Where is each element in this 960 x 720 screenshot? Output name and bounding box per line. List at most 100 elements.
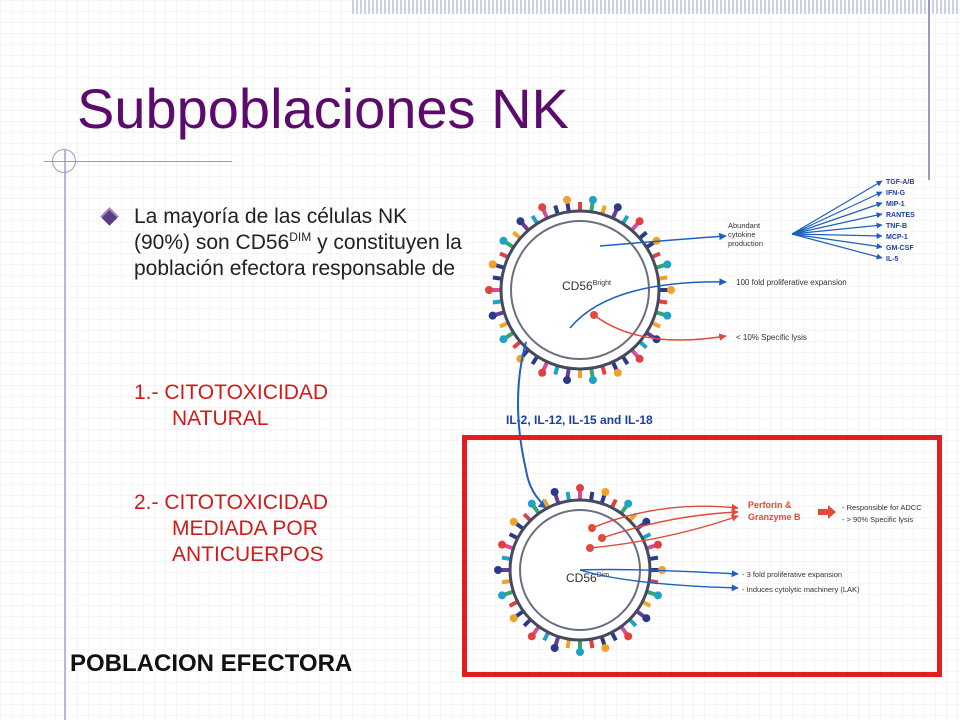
receptor-stalk: [651, 251, 661, 260]
receptor-stalk: [530, 355, 539, 366]
cytokine-label: TGF-A/B: [886, 179, 914, 186]
receptor-head: [653, 591, 662, 600]
footer-label: POBLACION EFECTORA: [70, 650, 353, 677]
receptor-stalk: [492, 299, 503, 305]
receptor-head: [663, 260, 672, 269]
cytokine-ray: [791, 232, 883, 239]
cytokine-ray: [791, 191, 883, 235]
receptor-stalk: [531, 625, 541, 636]
receptor-head: [667, 286, 675, 294]
right-decoration-line: [928, 0, 930, 180]
receptor-stalk: [600, 365, 607, 375]
receptor-head: [563, 376, 572, 385]
dim-lysis-label: - > 90% Specific lysis: [842, 515, 913, 524]
perforin-arrow: [589, 514, 739, 549]
receptor-stalk: [655, 263, 665, 270]
receptor-head: [527, 499, 536, 508]
cytokine-label: IL-5: [886, 256, 899, 263]
receptor-stalk: [565, 367, 571, 378]
cytokine-production-label: Abundant cytokine production: [728, 221, 763, 248]
list-item-1-line1: 1.- CITOTOXICIDAD: [134, 381, 329, 404]
receptor-stalk: [630, 348, 640, 358]
bright-lysis-arrow: [593, 314, 727, 341]
receptor-head: [498, 540, 507, 549]
receptor-head: [624, 632, 633, 641]
list-item-2: 2.- CITOTOXICIDAD MEDIADA POR ANTICUERPO…: [134, 490, 464, 568]
bullet-text-end: y constituyen la población efectora resp…: [134, 231, 462, 280]
nk-figure-svg: CD56Bright Abundant cytokine production …: [485, 179, 922, 656]
receptor-stalk: [504, 543, 515, 551]
left-decoration-line: [64, 150, 66, 720]
cytokine-ray: [791, 222, 883, 235]
list-item-2-line2: MEDIADA POR: [172, 517, 318, 540]
receptor-head: [635, 217, 644, 226]
perforin-arrow: [591, 503, 739, 529]
receptor-stalk: [495, 310, 505, 317]
cytokine-list: TGF-A/B IFN-G MIP-1 RANTES TNF-B MCP-1 G…: [886, 179, 915, 263]
receptor-stalk: [619, 504, 629, 515]
receptor-stalk: [621, 214, 630, 225]
bright-cell-label: CD56Bright: [562, 279, 611, 293]
lak-arrow: [579, 569, 739, 592]
cytokine-arrow: [599, 232, 727, 247]
receptor-stalk: [553, 365, 560, 375]
receptor-head: [588, 376, 597, 385]
receptor-stalk: [508, 532, 519, 541]
receptor-stalk: [542, 498, 551, 509]
receptor-head: [499, 236, 508, 245]
receptor-head: [635, 354, 644, 363]
cytokine-label: RANTES: [886, 212, 915, 219]
receptor-stalk: [531, 504, 541, 515]
receptor-stalk: [641, 599, 652, 608]
receptor-head: [516, 217, 525, 226]
receptor-head: [550, 643, 559, 652]
lak-label: - Induces cytolytic machinery (LAK): [742, 585, 860, 594]
interleukins-label: IL-2, IL-12, IL-15 and IL-18: [506, 413, 653, 427]
receptor-head: [601, 643, 610, 652]
dim-expansion-label: - 3 fold proliferative expansion: [742, 570, 842, 579]
receptor-stalk: [655, 310, 665, 317]
receptor-head: [498, 591, 507, 600]
perforin-label: Perforin & Granzyme B: [748, 500, 801, 522]
nk-cells-figure: CD56Bright Abundant cytokine production …: [480, 170, 940, 670]
receptor-head: [488, 311, 497, 320]
receptor-head: [509, 517, 518, 526]
adcc-label: - Responsible for ADCC: [842, 503, 922, 512]
receptor-stalk: [504, 589, 515, 597]
list-item-1: 1.- CITOTOXICIDAD NATURAL: [134, 380, 464, 432]
receptor-stalk: [530, 214, 539, 225]
top-decoration-bar: [352, 0, 960, 14]
receptor-head: [642, 517, 651, 526]
receptor-stalk: [589, 367, 595, 378]
receptor-stalk: [492, 275, 503, 281]
receptor-head: [624, 499, 633, 508]
cytokine-label: GM-CSF: [886, 245, 914, 252]
list-item-2-line3: ANTICUERPOS: [172, 543, 324, 566]
receptor-stalk: [619, 625, 629, 636]
bright-lysis-label: < 10% Specific lysis: [736, 333, 807, 342]
receptor-head: [563, 195, 572, 204]
receptor-stalk: [630, 222, 640, 232]
receptor-head: [613, 203, 622, 212]
bullet-superscript: DIM: [289, 230, 312, 244]
receptor-head: [613, 368, 622, 377]
perforin-arrow: [601, 508, 739, 539]
differentiation-arrow: [517, 341, 549, 509]
receptor-head: [601, 488, 610, 497]
receptor-head: [509, 614, 518, 623]
receptor-stalk: [645, 589, 656, 597]
bright-cell-inner-membrane: [510, 220, 650, 360]
cytokine-label: IFN-G: [886, 190, 906, 197]
cytokine-fan: [791, 180, 883, 260]
receptor-head: [642, 614, 651, 623]
list-item-2-line1: 2.- CITOTOXICIDAD: [134, 491, 329, 514]
corner-circle-ornament: [52, 149, 76, 173]
receptor-stalk: [609, 498, 618, 509]
receptor-stalk: [651, 320, 661, 329]
result-arrow-icon: [818, 505, 836, 519]
receptor-head: [576, 648, 584, 656]
cytokine-label: TNF-B: [886, 223, 907, 230]
receptor-stalk: [599, 635, 607, 646]
receptor-stalk: [508, 599, 519, 608]
